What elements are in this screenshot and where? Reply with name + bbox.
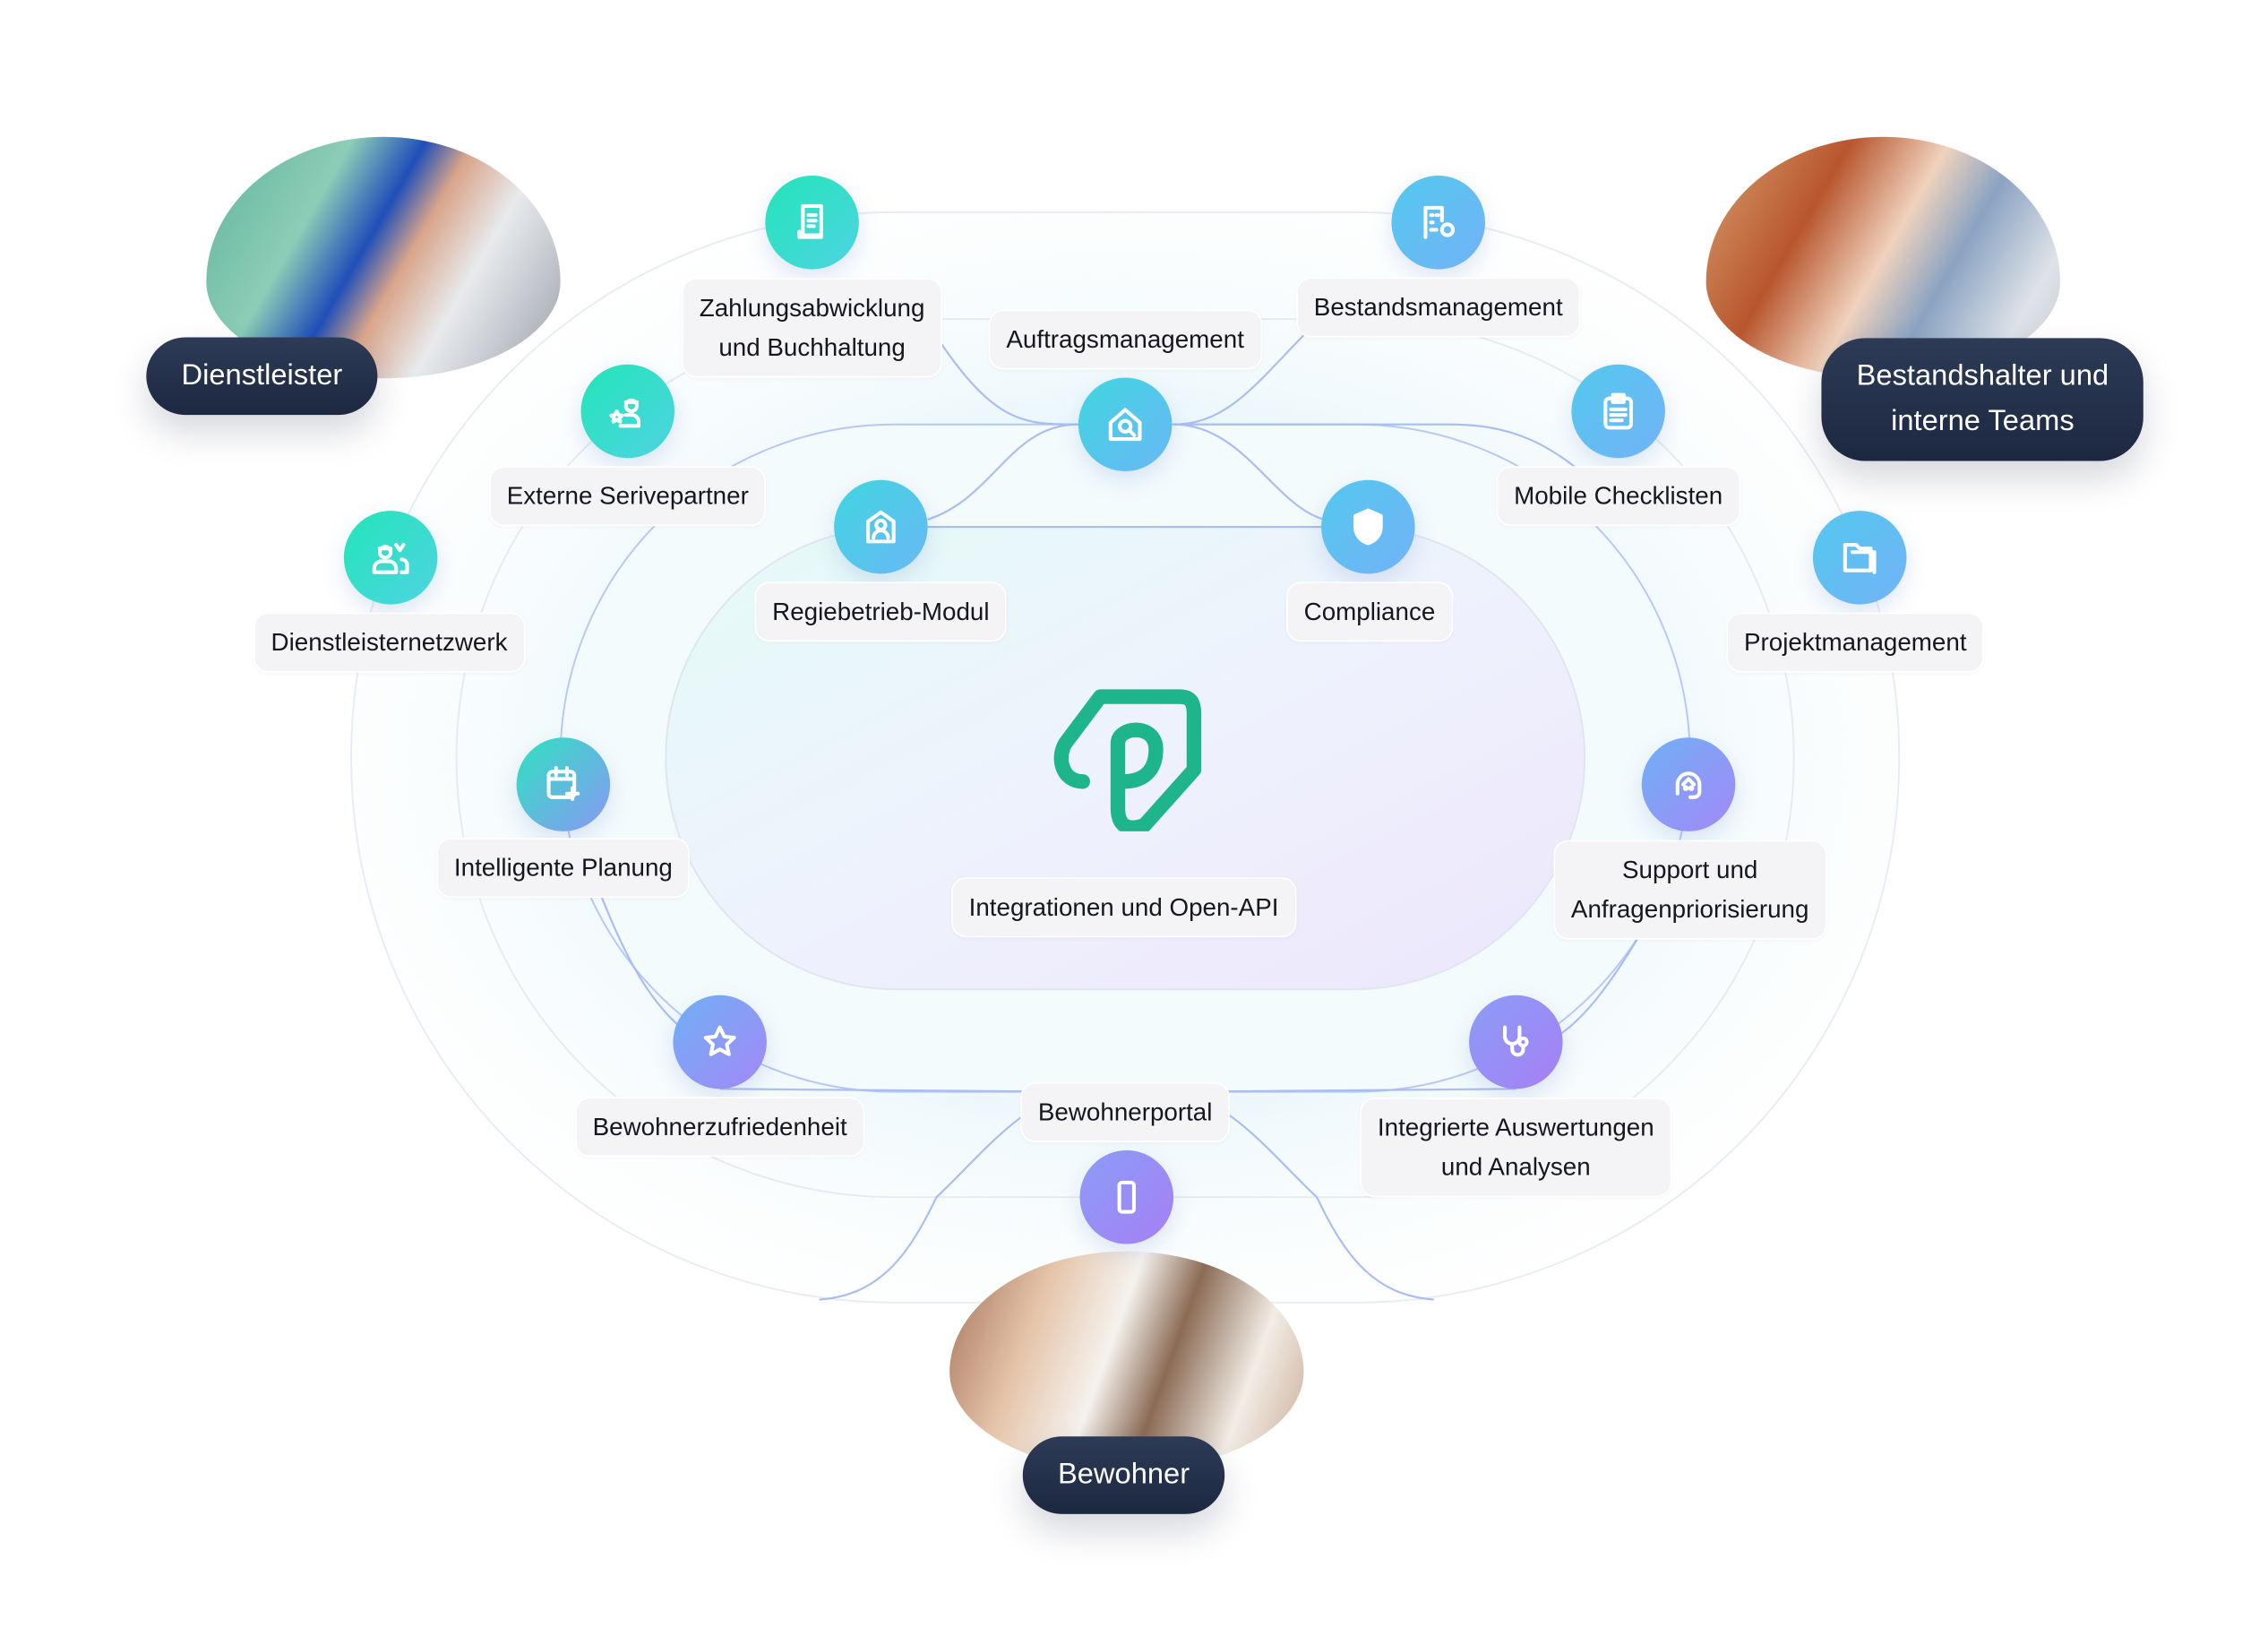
brand-logo — [1053, 689, 1202, 831]
module-auftragsmanagement[interactable]: Auftragsmanagement — [988, 309, 1262, 370]
clipboard-icon[interactable] — [1571, 364, 1665, 459]
module-label: und Buchhaltung — [718, 333, 906, 362]
module-bewohnerportal[interactable]: Bewohnerportal — [1020, 1081, 1231, 1142]
audience-dienstleister[interactable]: Dienstleister — [146, 337, 378, 416]
module-label: Bewohnerportal — [1037, 1098, 1213, 1126]
module-label: Anfragenpriorisierung — [1570, 895, 1809, 924]
module-zahlungsabwicklung[interactable]: Zahlungsabwicklung und Buchhaltung — [682, 278, 943, 378]
audience-bewohner[interactable]: Bewohner — [1022, 1436, 1225, 1514]
module-label: Bestandsmanagement — [1313, 293, 1563, 322]
shield-icon[interactable] — [1321, 479, 1415, 574]
invoice-icon[interactable] — [765, 176, 859, 270]
audience-label: Bewohner — [1057, 1458, 1190, 1491]
module-label: Support und — [1622, 856, 1758, 884]
support-headset-icon[interactable] — [1641, 737, 1736, 831]
module-label: Dienstleisternetzwerk — [271, 628, 508, 657]
module-label: und Analysen — [1440, 1153, 1591, 1182]
module-compliance[interactable]: Compliance — [1286, 581, 1453, 642]
module-label: Zahlungsabwicklung — [699, 294, 925, 323]
module-label: Integrierte Auswertungen — [1377, 1114, 1654, 1142]
module-dienstleisternetzwerk[interactable]: Dienstleisternetzwerk — [253, 612, 526, 673]
center-label: Integrationen und Open-API — [951, 877, 1297, 938]
house-search-icon[interactable] — [1078, 377, 1173, 471]
module-projektmanagement[interactable]: Projektmanagement — [1726, 612, 1985, 673]
stethoscope-icon[interactable] — [1469, 995, 1563, 1089]
module-auswertungen[interactable]: Integrierte Auswertungen und Analysen — [1360, 1098, 1672, 1198]
mobile-phone-icon[interactable] — [1079, 1150, 1174, 1244]
module-label: Regiebetrieb-Modul — [772, 598, 990, 626]
module-label: Projektmanagement — [1744, 628, 1967, 657]
module-externe-servicepartner[interactable]: Externe Serivepartner — [489, 466, 767, 527]
audience-bestandshalter[interactable]: Bestandshalter und interne Teams — [1821, 338, 2144, 461]
module-label: Bewohnerzufriedenheit — [592, 1113, 847, 1141]
workers-network-icon[interactable] — [343, 511, 438, 605]
property-owner-photo — [1705, 136, 2060, 379]
module-bewohnerzufriedenheit[interactable]: Bewohnerzufriedenheit — [575, 1097, 865, 1158]
audience-label: Bestandshalter und — [1856, 359, 2109, 392]
module-label: Mobile Checklisten — [1514, 482, 1723, 511]
star-icon[interactable] — [673, 995, 767, 1089]
module-label: Intelligente Planung — [453, 854, 673, 883]
audience-label: interne Teams — [1891, 405, 2075, 438]
module-bestandsmanagement[interactable]: Bestandsmanagement — [1296, 277, 1581, 338]
folder-icon[interactable] — [1812, 511, 1907, 605]
module-label: Auftragsmanagement — [1006, 325, 1244, 354]
audience-label: Dienstleister — [181, 359, 343, 392]
house-worker-icon[interactable] — [834, 479, 928, 574]
module-label: Externe Serivepartner — [506, 482, 749, 511]
residents-photo — [949, 1251, 1304, 1471]
building-settings-icon[interactable] — [1391, 176, 1486, 270]
module-mobile-checklisten[interactable]: Mobile Checklisten — [1496, 466, 1740, 527]
module-label: Compliance — [1303, 598, 1436, 626]
service-partner-icon[interactable] — [580, 364, 675, 459]
module-regiebetrieb[interactable]: Regiebetrieb-Modul — [754, 581, 1008, 642]
module-intelligente-planung[interactable]: Intelligente Planung — [436, 838, 691, 899]
calendar-sparkle-icon[interactable] — [516, 737, 611, 831]
